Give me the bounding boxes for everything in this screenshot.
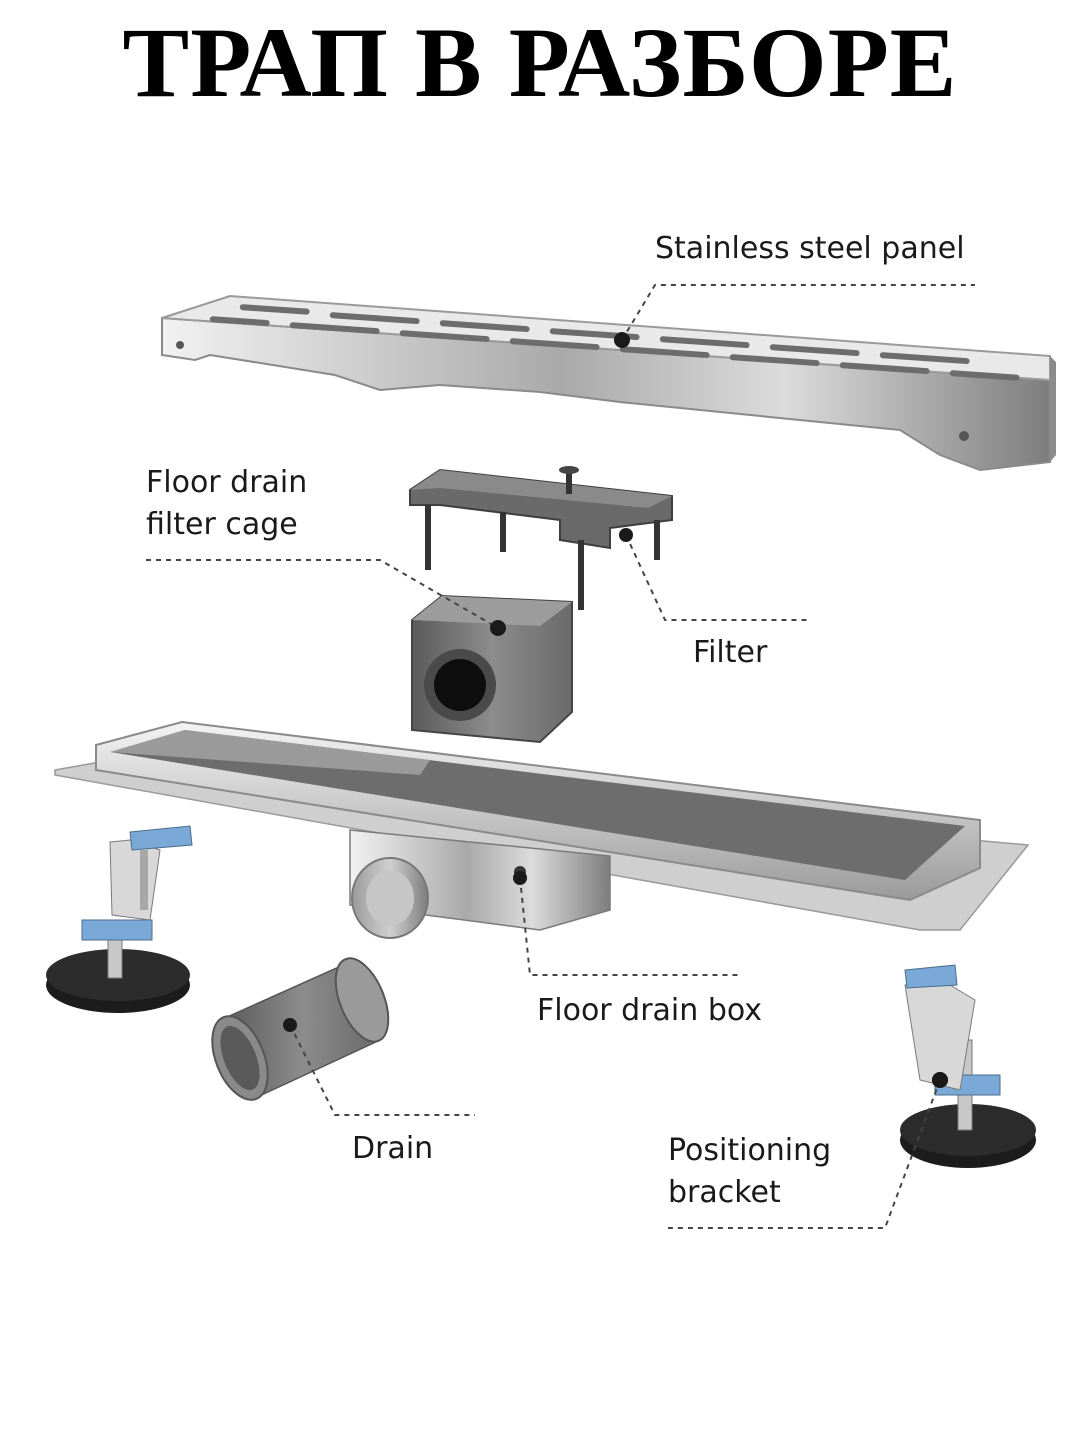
floor-drain-box — [54, 720, 1030, 939]
floor-drain-filter-cage — [409, 466, 673, 610]
page-title: ТРАП В РАЗБОРЕ — [122, 7, 958, 118]
label-positioning-line2: bracket — [668, 1175, 781, 1210]
label-drain: Drain — [352, 1131, 434, 1166]
positioning-bracket-right — [900, 964, 1036, 1168]
label-floor-drain-box: Floor drain box — [537, 993, 763, 1028]
drain-pipe — [211, 957, 390, 1101]
anchor-dots — [283, 332, 948, 1088]
label-stainless-steel-panel: Stainless steel panel — [655, 231, 965, 266]
label-positioning-line1: Positioning — [668, 1133, 832, 1168]
label-filter-cage-line1: Floor drain — [146, 465, 308, 500]
label-filter-cage-line2: filter cage — [146, 507, 298, 542]
positioning-bracket-left — [46, 825, 193, 1013]
stainless-steel-panel — [161, 294, 1056, 472]
label-filter: Filter — [693, 635, 768, 670]
grate-slots — [209, 304, 1020, 381]
filter-box — [411, 594, 573, 744]
leader-lines — [146, 284, 975, 1229]
